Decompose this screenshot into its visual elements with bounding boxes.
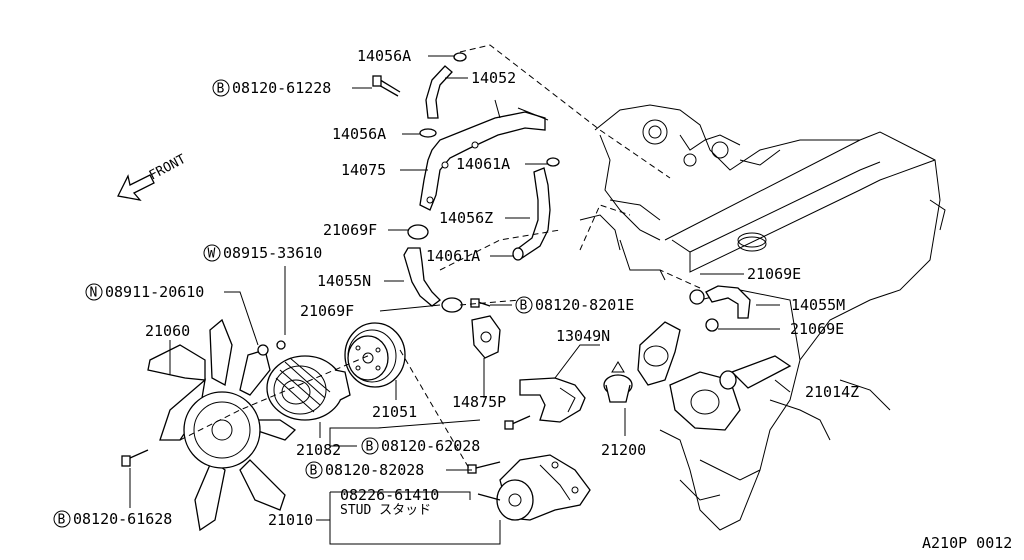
label-08226-61410: 08226-61410 bbox=[340, 486, 439, 504]
label-14056A-top: 14056A bbox=[357, 47, 411, 65]
water-pipe-14075 bbox=[419, 99, 549, 211]
hose-14056Z bbox=[515, 167, 551, 259]
label-14875P: 14875P bbox=[452, 393, 506, 411]
prefix-b-1: B bbox=[217, 82, 225, 97]
label-14061A-mid: 14061A bbox=[426, 247, 480, 265]
prefix-b-5: B bbox=[58, 513, 66, 528]
label-14055M: 14055M bbox=[791, 296, 845, 314]
prefix-w: W bbox=[208, 247, 216, 262]
prefix-b-2: B bbox=[520, 299, 528, 314]
prefix-b-3: B bbox=[366, 440, 374, 455]
label-08120-8201E: 08120-8201E bbox=[535, 296, 634, 314]
front-label: FRONT bbox=[147, 152, 189, 184]
gasket-14875P bbox=[471, 315, 501, 359]
pulley-21051 bbox=[344, 322, 406, 388]
hose-14052 bbox=[425, 65, 453, 119]
leader-lines bbox=[129, 55, 791, 545]
label-14075: 14075 bbox=[341, 161, 386, 179]
label-21069E-bot: 21069E bbox=[790, 320, 844, 338]
prefix-n: N bbox=[90, 286, 98, 301]
clamps bbox=[407, 52, 719, 332]
label-14056A-mid: 14056A bbox=[332, 125, 386, 143]
label-08120-61628: 08120-61628 bbox=[73, 510, 172, 528]
label-stud: STUD スタッド bbox=[340, 503, 431, 518]
label-21069E-top: 21069E bbox=[747, 265, 801, 283]
front-arrow: FRONT bbox=[117, 152, 189, 201]
label-14061A-top: 14061A bbox=[456, 155, 510, 173]
part-labels: 14056A 14052 08120-61228 14056A 14075 14… bbox=[73, 47, 859, 529]
water-pump-21010 bbox=[496, 454, 591, 521]
label-14056Z: 14056Z bbox=[439, 209, 493, 227]
prefix-markers: B W N B B B B bbox=[53, 79, 533, 528]
label-08911-20610: 08911-20610 bbox=[105, 283, 204, 301]
hose-14055M bbox=[705, 285, 751, 319]
label-08120-62028: 08120-62028 bbox=[381, 437, 480, 455]
fan-coupling-21082 bbox=[266, 355, 351, 421]
thermostat-21200 bbox=[603, 361, 633, 403]
label-21060: 21060 bbox=[145, 322, 190, 340]
bolts bbox=[121, 75, 531, 501]
hose-14055N bbox=[403, 247, 441, 307]
water-outlet-13049N bbox=[519, 377, 586, 423]
label-14055N: 14055N bbox=[317, 272, 371, 290]
label-08915-33610: 08915-33610 bbox=[223, 244, 322, 262]
prefix-b-4: B bbox=[310, 464, 318, 479]
fan-21060 bbox=[147, 318, 297, 532]
label-21200: 21200 bbox=[601, 441, 646, 459]
label-08120-61228: 08120-61228 bbox=[232, 79, 331, 97]
sensor-21014Z bbox=[719, 355, 792, 390]
label-21082: 21082 bbox=[296, 441, 341, 459]
reference-lines bbox=[179, 44, 701, 471]
label-21051: 21051 bbox=[372, 403, 417, 421]
footer-code: A210P 0012 bbox=[922, 534, 1012, 552]
label-13049N: 13049N bbox=[556, 327, 610, 345]
label-21014Z: 21014Z bbox=[805, 383, 859, 401]
label-21069F-mid: 21069F bbox=[300, 302, 354, 320]
engine-block bbox=[579, 104, 946, 531]
label-21069F-top: 21069F bbox=[323, 221, 377, 239]
label-14052: 14052 bbox=[471, 69, 516, 87]
label-21010: 21010 bbox=[268, 511, 313, 529]
label-08120-82028: 08120-82028 bbox=[325, 461, 424, 479]
